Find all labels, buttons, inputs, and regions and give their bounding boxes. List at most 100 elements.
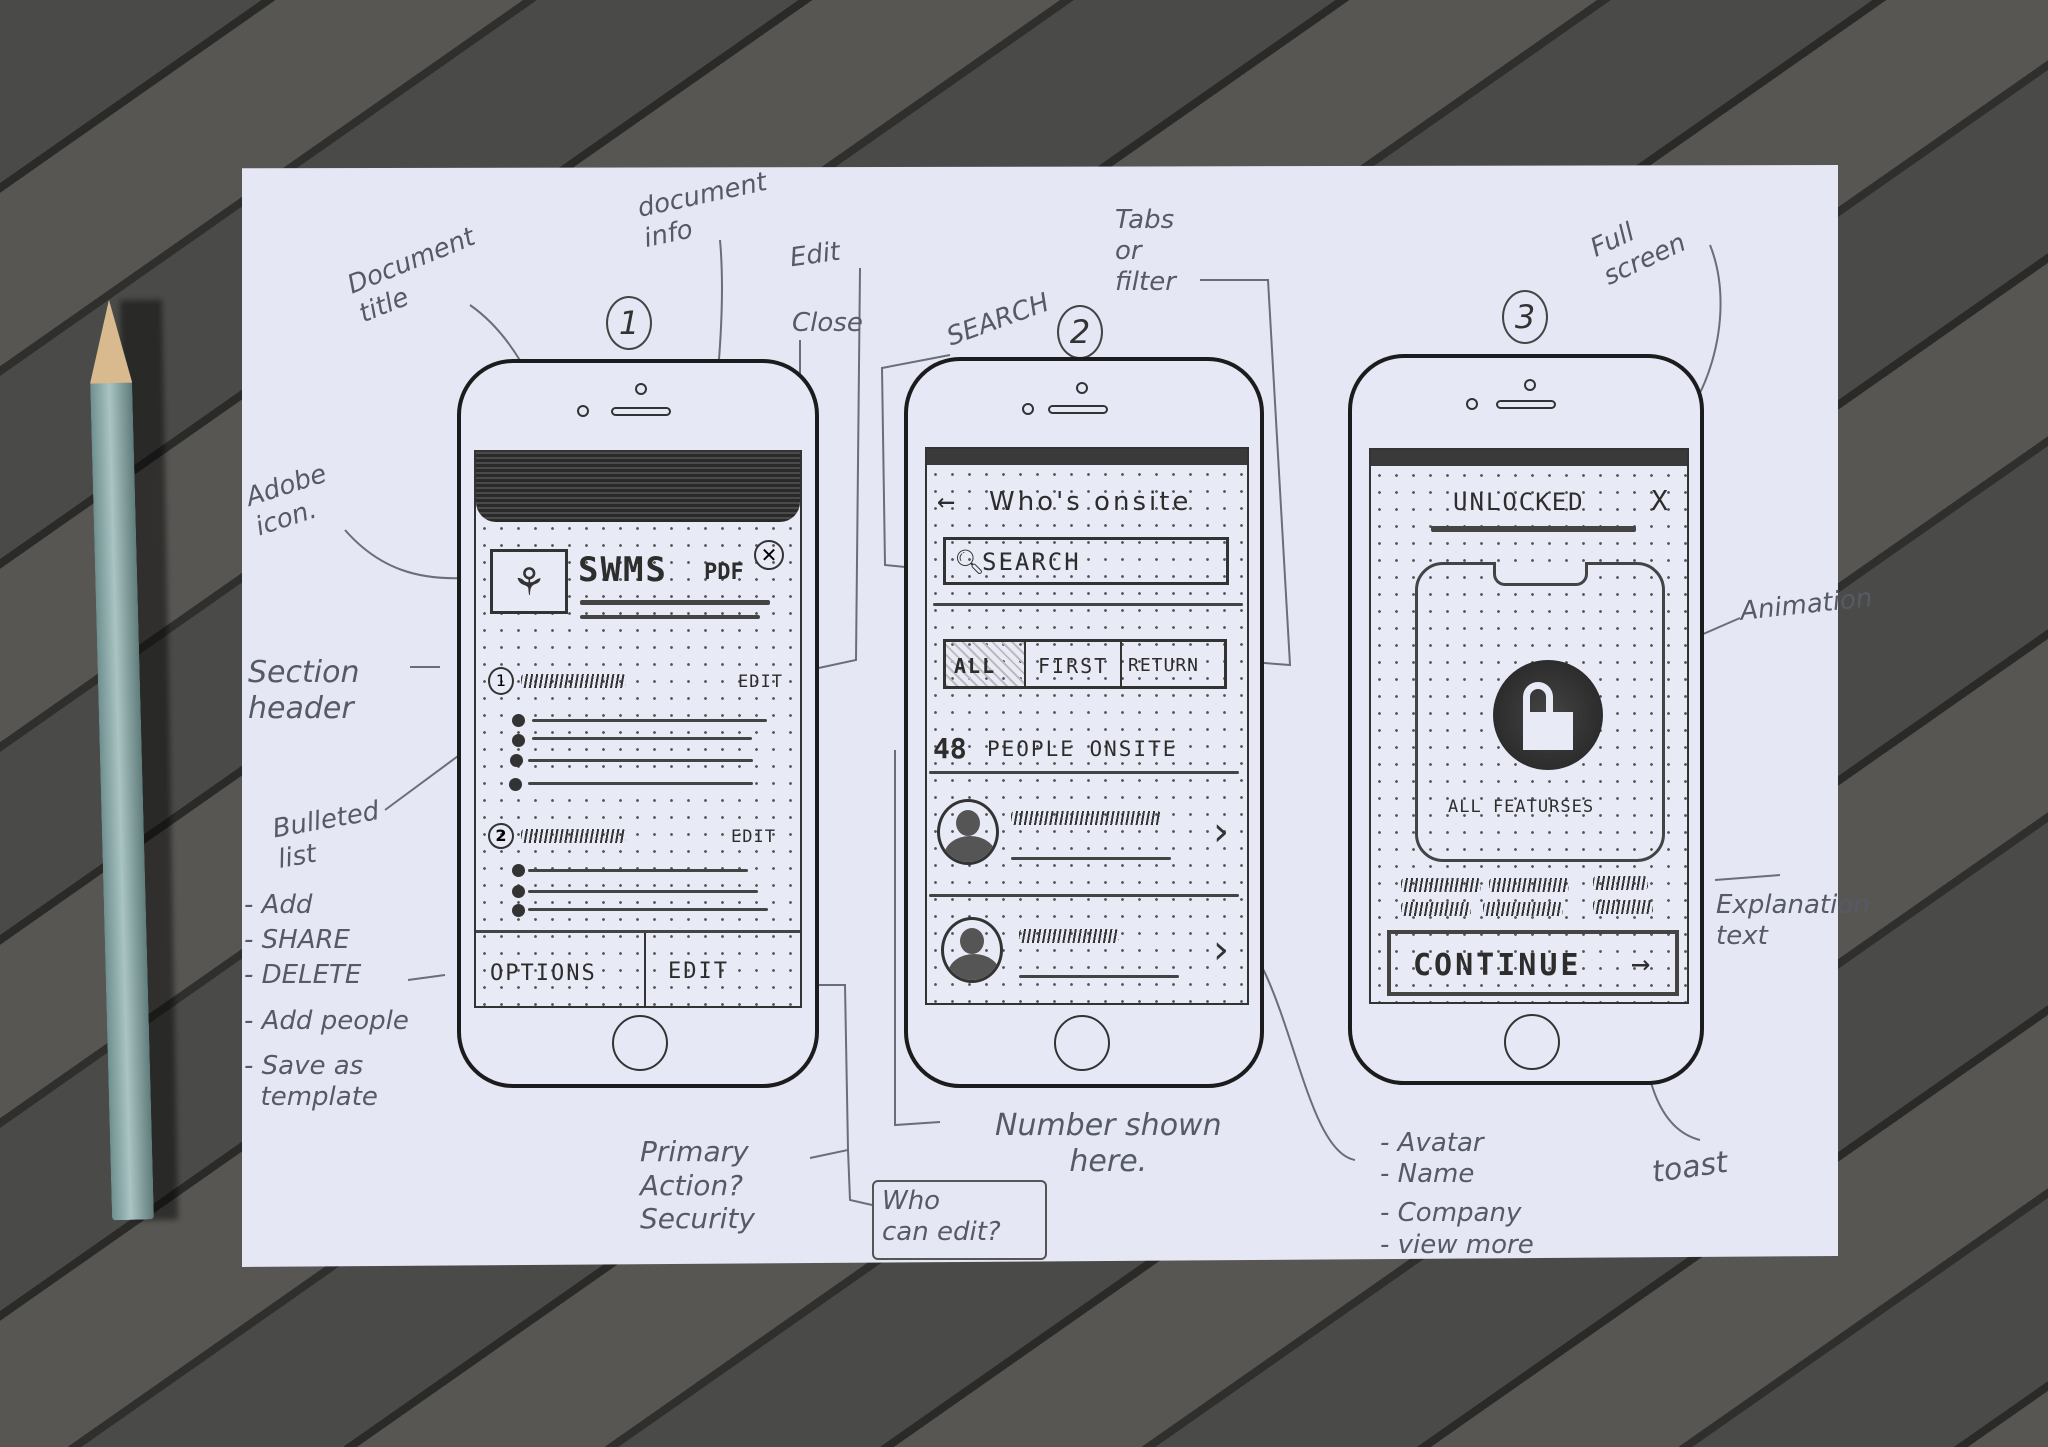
avatar [941, 917, 1003, 983]
status-bar [927, 449, 1247, 465]
explanation-text-placeholder [1401, 902, 1471, 916]
bullet-text [528, 782, 753, 785]
document-screen: ⚘ SWMS PDF ✕ 1 EDIT 2 EDIT OPTIONS EDIT [474, 450, 802, 1008]
bullet [509, 778, 522, 791]
title-underline [1431, 526, 1636, 532]
annotation-close: Close [792, 308, 863, 338]
front-camera-icon [1524, 379, 1536, 391]
explanation-text-placeholder [1401, 878, 1481, 892]
document-info-line [580, 600, 770, 605]
annotation-option: - SHARE [244, 925, 350, 956]
bullet-text [528, 869, 748, 872]
person-row[interactable]: › [927, 779, 1247, 887]
person-row[interactable]: › [927, 899, 1247, 1003]
sensor-icon [577, 405, 589, 417]
back-arrow-icon[interactable]: ← [937, 484, 956, 519]
tab-return[interactable]: RETURN [1128, 655, 1200, 676]
annotation-option: - Add people [244, 1005, 409, 1036]
annotation-option: - Save as template [244, 1050, 378, 1112]
continue-label: CONTINUE [1413, 948, 1582, 983]
explanation-text-placeholder [1483, 902, 1563, 916]
bullet [512, 734, 525, 747]
section-heading-placeholder [521, 674, 626, 688]
front-camera-icon [635, 383, 647, 395]
animated-phone-illustration: ALL FEATURSES [1415, 562, 1665, 862]
annotation-row-field: - view more [1380, 1229, 1534, 1260]
annotation-option: - DELETE [244, 960, 362, 991]
front-camera-icon [1076, 382, 1088, 394]
people-count-label: PEOPLE ONSITE [987, 737, 1178, 761]
annotation-who-can-edit: Who can edit? [872, 1180, 1047, 1260]
section-edit-link[interactable]: EDIT [738, 672, 783, 692]
home-button [612, 1015, 668, 1071]
phone-3-frame: UNLOCKED X ALL FEATURSES CONTINUE → [1348, 354, 1704, 1085]
close-button[interactable]: X [1651, 484, 1670, 517]
person-name-placeholder [1019, 929, 1119, 943]
notch [1493, 562, 1588, 586]
sensor-icon [1022, 403, 1034, 415]
bullet [512, 864, 525, 877]
speaker-icon [1496, 400, 1556, 409]
search-input[interactable]: 🔍︎ SEARCH [943, 537, 1229, 585]
annotation-primary-action: Primary Action? Security [640, 1135, 755, 1236]
status-bar [1371, 450, 1687, 466]
speaker-icon [1048, 405, 1108, 414]
chevron-right-icon[interactable]: › [1213, 809, 1229, 855]
bullet-text [532, 737, 752, 740]
annotation-option: - Add [244, 890, 313, 920]
divider [929, 894, 1239, 897]
divider [933, 603, 1243, 606]
section-number: 1 [488, 667, 514, 695]
unlocked-padlock-icon [1523, 712, 1573, 750]
tab-all[interactable]: ALL [946, 642, 1026, 686]
screen-number-3: 3 [1502, 290, 1548, 344]
section-number: 2 [488, 823, 514, 849]
phone-2-frame: ← Who's onsite 🔍︎ SEARCH ALL FIRST RETUR… [904, 357, 1264, 1088]
lock-circle [1493, 660, 1603, 770]
edit-button[interactable]: EDIT [668, 959, 729, 984]
annotation-tabs-or-filter: Tabs or filter [1115, 205, 1176, 298]
tab-first[interactable]: FIRST [1026, 642, 1122, 686]
unlocked-padlock-icon-shackle [1523, 682, 1553, 716]
close-circle-icon[interactable]: ✕ [754, 540, 784, 570]
explanation-text-placeholder [1593, 876, 1648, 890]
phone-1-frame: ⚘ SWMS PDF ✕ 1 EDIT 2 EDIT OPTIONS EDIT [457, 359, 819, 1088]
bullet-text [528, 908, 768, 911]
document-info-line [580, 615, 760, 619]
footer-action-bar: OPTIONS EDIT [476, 930, 800, 1006]
document-title: SWMS [578, 550, 668, 590]
annotation-section-header: Section header [248, 655, 360, 726]
all-features-caption: ALL FEATURSES [1448, 797, 1595, 817]
bullet [512, 904, 525, 917]
search-placeholder: SEARCH [982, 548, 1081, 576]
bullet [510, 754, 523, 767]
filter-tabs: ALL FIRST RETURN [943, 639, 1227, 689]
annotation-row-field: - Avatar [1380, 1128, 1484, 1158]
search-icon: 🔍︎ [954, 548, 985, 576]
home-button [1504, 1014, 1560, 1070]
annotation-row-field: - Company [1380, 1198, 1522, 1229]
whos-onsite-screen: ← Who's onsite 🔍︎ SEARCH ALL FIRST RETUR… [925, 447, 1249, 1005]
bullet-text [532, 719, 767, 722]
person-company-placeholder [1019, 975, 1179, 978]
unlocked-screen: UNLOCKED X ALL FEATURSES CONTINUE → [1369, 448, 1689, 1004]
options-button[interactable]: OPTIONS [476, 933, 646, 1006]
person-company-placeholder [1011, 857, 1171, 860]
section-edit-link[interactable]: EDIT [731, 827, 776, 847]
bullet [512, 885, 525, 898]
annotation-options-list: - Add - SHARE - DELETE - Add people - Sa… [244, 890, 409, 1113]
dark-header [476, 452, 800, 522]
person-name-placeholder [1011, 811, 1161, 825]
home-button [1054, 1015, 1110, 1071]
section-heading-placeholder [521, 829, 626, 843]
explanation-text-placeholder [1593, 900, 1653, 914]
bullet-text [528, 759, 753, 762]
bullet [512, 714, 525, 727]
annotation-row-field: - Name [1380, 1159, 1475, 1190]
adobe-acrobat-icon: ⚘ [490, 549, 568, 614]
continue-button[interactable]: CONTINUE → [1387, 930, 1679, 996]
chevron-right-icon[interactable]: › [1213, 927, 1229, 973]
page-title: Who's onsite [989, 487, 1192, 517]
sensor-icon [1466, 398, 1478, 410]
avatar [937, 799, 999, 865]
